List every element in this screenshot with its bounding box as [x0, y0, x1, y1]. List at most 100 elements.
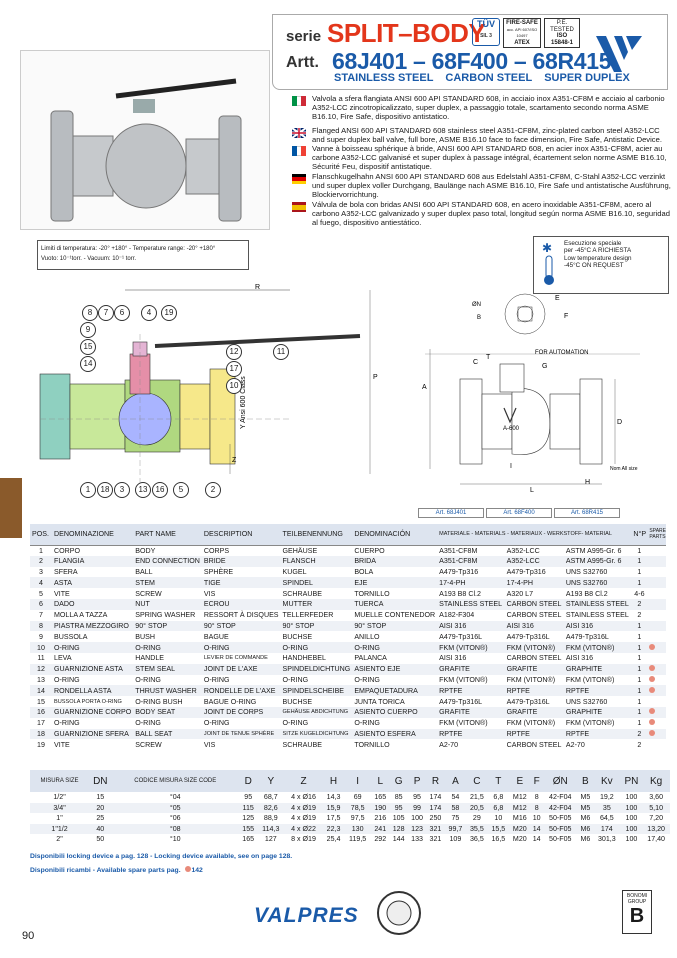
page-number: 90 — [22, 930, 35, 942]
size-cell: 133 — [411, 835, 423, 844]
parts-cell: AISI 316 — [565, 654, 594, 663]
size-cell: 8 — [530, 802, 543, 813]
size-cell: 29 — [472, 814, 481, 823]
size-cell: M20 — [512, 835, 527, 844]
callout-2: 2 — [205, 482, 221, 498]
spare-part-dot-icon — [649, 675, 656, 682]
parts-cell: 2 — [30, 555, 52, 567]
parts-cell: HANDLE — [135, 654, 165, 663]
parts-cell: FLANSCH — [280, 555, 353, 567]
size-cell: 100 — [625, 814, 638, 823]
parts-cell: 1 — [631, 685, 648, 697]
size-header-13: C — [466, 770, 488, 792]
size-cell: 174 — [593, 823, 621, 834]
parts-cell: 17-4-PH — [504, 577, 564, 589]
size-cell: 85 — [394, 793, 403, 802]
parts-cell: A320 L7 — [506, 589, 534, 598]
parts-cell: STAINLESS STEEL — [437, 598, 505, 610]
size-cell: 10 — [494, 814, 503, 823]
size-cell: 100 — [620, 823, 643, 834]
parts-cell: 1 — [637, 719, 642, 728]
parts-cell: BODY — [135, 546, 156, 555]
parts-cell: EJE — [352, 577, 438, 589]
parts-cell: O-RING — [354, 719, 380, 728]
parts-cell — [647, 567, 666, 578]
size-cell: 174 — [426, 802, 445, 813]
parts-cell: SCREW — [135, 740, 162, 749]
parts-cell: JOINT DE CORPS — [201, 706, 281, 718]
parts-cell: O-RING — [352, 642, 438, 653]
parts-cell: STAINLESS STEEL — [563, 598, 632, 610]
spare-part-dot-icon — [649, 665, 656, 672]
parts-cell: SCREW — [135, 589, 162, 598]
parts-cell: STAINLESS STEEL — [565, 611, 629, 620]
size-cell: 50 — [96, 835, 105, 844]
size-cell: 20 — [89, 802, 112, 813]
size-cell: 54 — [451, 793, 460, 802]
parts-cell: AISI 316 — [437, 620, 505, 632]
size-cell: °08 — [111, 823, 239, 834]
parts-cell: SPRING WASHER — [135, 611, 196, 620]
parts-header-1: DENOMINAZIONE — [52, 524, 134, 546]
svg-text:H: H — [585, 479, 590, 486]
parts-cell: GEHÄUSE — [282, 546, 318, 555]
size-header-7: I — [344, 770, 372, 792]
flag-france-icon — [292, 146, 307, 156]
svg-text:T: T — [486, 354, 491, 361]
parts-cell — [647, 577, 666, 589]
size-cell: 13,20 — [642, 823, 670, 834]
svg-text:ØN: ØN — [472, 302, 481, 308]
svg-text:Z: Z — [232, 457, 237, 464]
parts-cell: 2 — [637, 740, 642, 749]
svg-text:I: I — [510, 463, 512, 470]
parts-cell: 1 — [637, 567, 642, 576]
size-cell: 42-F04 — [549, 793, 572, 802]
parts-cell: ASIENTO ESFERA — [352, 728, 438, 740]
parts-cell: FKM (VITON®) — [437, 642, 505, 653]
svg-text:FOR AUTOMATION: FOR AUTOMATION — [535, 350, 588, 356]
callout-4: 4 — [141, 305, 157, 321]
parts-header-4: TEILBENENNUNG — [280, 524, 353, 546]
size-cell: 15,5 — [487, 823, 510, 834]
flag-italy-icon — [292, 96, 307, 106]
callout-16: 16 — [152, 482, 168, 498]
locking-device-note: Disponibili locking device a pag. 128 - … — [30, 853, 293, 860]
size-cell: 7,20 — [649, 814, 664, 823]
svg-text:P: P — [373, 374, 378, 381]
parts-cell: SFERA — [54, 567, 78, 576]
parts-cell: CORPO — [54, 546, 81, 555]
valpres-logo: VALPRES — [254, 904, 359, 927]
parts-cell — [647, 663, 666, 675]
thermometer-snowflake-icon: ✱ — [542, 241, 554, 285]
parts-cell: ASIENTO CUERPO — [352, 706, 438, 718]
parts-cell: JOINT DE L'AXE — [201, 663, 281, 675]
parts-cell: 13 — [37, 675, 45, 684]
callout-13: 13 — [135, 482, 151, 498]
parts-cell: AISI 316 — [439, 654, 467, 663]
parts-cell: VITE — [54, 589, 70, 598]
parts-cell: CARBON STEEL — [506, 654, 562, 663]
size-cell: 16,5 — [491, 835, 506, 844]
parts-cell: SPINDELSCHEIBE — [280, 685, 353, 697]
parts-cell: SCHRAUBE — [282, 740, 322, 749]
size-cell: 100 — [411, 814, 423, 823]
parts-cell: VITE — [54, 740, 70, 749]
callout-17: 17 — [226, 361, 242, 377]
iso-certification-seal-icon — [377, 891, 421, 935]
parts-cell: STEM — [133, 577, 202, 589]
callout-8: 8 — [82, 305, 98, 321]
art-68f400: Art. 68F400 — [486, 508, 552, 518]
parts-cell: RESSORT À DISQUES — [203, 611, 279, 620]
size-cell: 69 — [353, 793, 362, 802]
size-cell: M12 — [512, 793, 527, 802]
parts-cell: A352-LCC — [504, 555, 564, 567]
size-cell: 88,9 — [263, 814, 278, 823]
size-cell: M6 — [577, 823, 594, 834]
size-header-18: B — [577, 770, 594, 792]
parts-cell: STEM SEAL — [133, 663, 202, 675]
parts-cell: A479-Tp316L — [565, 632, 609, 641]
parts-cell: 1 — [39, 546, 43, 555]
size-cell: 58 — [444, 802, 467, 813]
